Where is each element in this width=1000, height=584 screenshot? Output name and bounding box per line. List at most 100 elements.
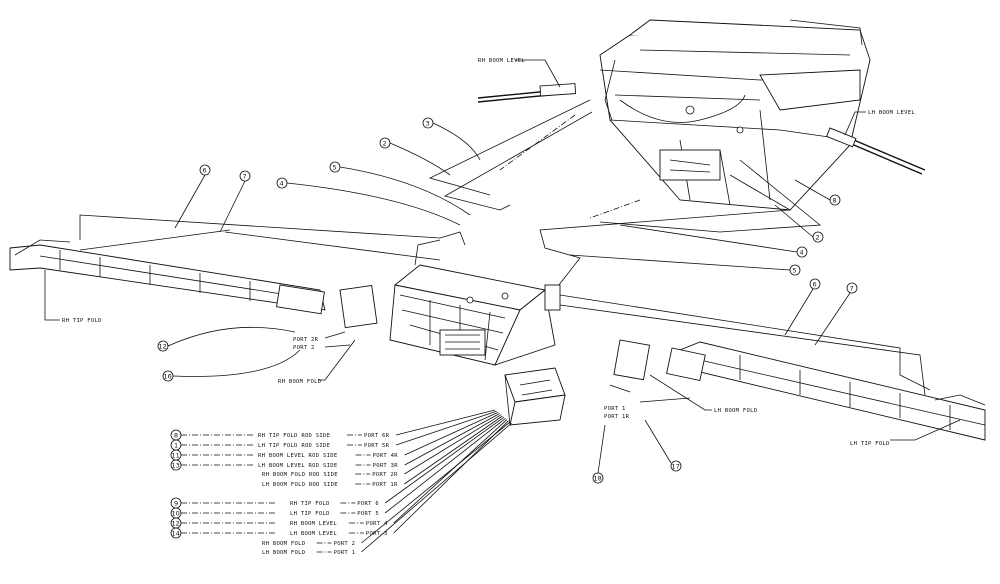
svg-text:12: 12 — [159, 343, 167, 351]
lh-port-1r-label: PORT 1R — [604, 414, 630, 420]
legend-hose-name: RH BOOM FOLD ROD SIDE — [262, 472, 338, 478]
svg-text:7: 7 — [243, 173, 247, 181]
hose-6-rh — [79, 214, 466, 246]
rh-boom-fold-label: RH BOOM FOLD — [278, 379, 321, 385]
legend-hose-name: LH TIP FOLD ROD SIDE — [258, 443, 330, 449]
lh-boom-fold-leader — [649, 374, 712, 411]
svg-text:2: 2 — [816, 234, 820, 242]
legend-hose-line — [361, 421, 511, 544]
legend-hose-name: LH BOOM FOLD ROD SIDE — [262, 482, 338, 488]
legend-hose-line — [384, 418, 506, 514]
legend-row: 13 LH BOOM LEVEL ROD SIDE PORT 3R — [170, 459, 399, 471]
legend-hose-line — [404, 415, 503, 485]
svg-text:18: 18 — [594, 475, 602, 483]
rh-port-2r-label: PORT 2R — [293, 337, 319, 343]
svg-text:3: 3 — [426, 120, 430, 128]
hose-manifold — [504, 367, 566, 426]
legend-port: PORT 3R — [373, 463, 399, 469]
legend-hose-line — [395, 410, 497, 446]
lh-boom-level-leader — [844, 111, 866, 136]
legend-hose-name: RH TIP FOLD ROD SIDE — [258, 433, 330, 439]
legend-row: 14 LH BOOM LEVEL PORT 3 — [170, 527, 388, 539]
legend-port: PORT 4R — [373, 453, 399, 459]
rh-tip-fold-leader — [44, 270, 60, 321]
svg-text:17: 17 — [672, 463, 680, 471]
legend-row: 12 RH BOOM LEVEL PORT 4 — [170, 517, 388, 529]
legend-row: 10 LH TIP FOLD PORT 5 — [170, 507, 379, 519]
rh-port-2-label: PORT 2 — [293, 345, 315, 351]
legend-hose-line — [393, 420, 509, 534]
svg-text:5: 5 — [333, 164, 337, 172]
legend-port: PORT 5R — [364, 443, 390, 449]
hose-lh-level — [539, 174, 792, 291]
legend-item-number: 12 — [172, 520, 180, 528]
sprayer-chassis — [599, 19, 871, 211]
lh-port-leaders — [609, 384, 691, 403]
legend-port: PORT 4 — [366, 521, 388, 527]
hose-3-rh-top — [443, 111, 593, 211]
legend-port: PORT 3 — [366, 531, 388, 537]
svg-text:5: 5 — [793, 267, 797, 275]
legend-hose-name: LH BOOM FOLD — [262, 550, 305, 556]
svg-text:7: 7 — [850, 285, 854, 293]
legend-hose-name: RH BOOM FOLD — [262, 541, 305, 547]
legend-row: 8 RH TIP FOLD ROD SIDE PORT 6R — [170, 429, 390, 441]
hose-7-rh — [79, 229, 441, 261]
hose-6-lh — [559, 294, 931, 391]
legend-hose-line — [404, 413, 500, 466]
center-valve-frame — [389, 239, 561, 366]
legend-port: PORT 6R — [364, 433, 390, 439]
lh-boom — [613, 339, 986, 441]
legend-row: RH BOOM FOLD PORT 2 — [262, 541, 355, 547]
legend-row: LH BOOM FOLD ROD SIDE PORT 1R — [262, 482, 398, 488]
hose-2-rh-top — [428, 99, 591, 196]
lh-port-1-label: PORT 1 — [604, 406, 626, 412]
rh-boom — [9, 239, 378, 329]
legend-hose-name: LH BOOM LEVEL ROD SIDE — [258, 463, 337, 469]
svg-text:6: 6 — [203, 167, 207, 175]
legend-hose-name: RH BOOM LEVEL — [290, 521, 337, 527]
svg-text:8: 8 — [833, 197, 837, 205]
legend-port: PORT 1R — [372, 482, 398, 488]
lh-boom-fold-label: LH BOOM FOLD — [714, 408, 757, 414]
hose-7-lh — [559, 304, 926, 396]
legend-hose-line — [404, 412, 499, 456]
legend-item-number: 13 — [172, 462, 180, 470]
legend-item-number: 9 — [174, 500, 178, 508]
rh-tip-fold-label: RH TIP FOLD — [62, 318, 102, 324]
item-balloons: 3 2 5 4 6 7 8 2 4 5 6 7 12 16 17 18 — [157, 117, 858, 484]
legend-hose-line — [384, 416, 505, 504]
legend-row: 11 RH BOOM LEVEL ROD SIDE PORT 4R — [170, 449, 399, 461]
legend-port: PORT 2 — [334, 541, 356, 547]
legend-port: PORT 2R — [372, 472, 398, 478]
legend-hose-name: LH TIP FOLD — [290, 511, 330, 517]
legend-hose-line — [396, 409, 496, 436]
svg-text:4: 4 — [280, 180, 284, 188]
svg-text:2: 2 — [383, 140, 387, 148]
legend-hose-name: RH BOOM LEVEL ROD SIDE — [258, 453, 337, 459]
rh-boom-fold-leader — [318, 339, 356, 381]
legend-row: RH BOOM FOLD ROD SIDE PORT 2R — [262, 472, 398, 478]
legend-row: 9 RH TIP FOLD PORT 6 — [170, 497, 379, 509]
legend-item-number: 8 — [174, 432, 178, 440]
legend-hose-line — [393, 419, 508, 524]
legend-item-number: 10 — [172, 510, 180, 518]
legend-hose-line — [404, 414, 502, 475]
legend-item-number: 14 — [172, 530, 180, 538]
svg-text:4: 4 — [800, 249, 804, 257]
legend-hose-name: LH BOOM LEVEL — [290, 531, 337, 537]
lh-boom-level-label: LH BOOM LEVEL — [868, 110, 915, 116]
legend-port: PORT 6 — [357, 501, 379, 507]
hose-lh-level-2 — [599, 159, 822, 233]
legend-hose-name: RH TIP FOLD — [290, 501, 330, 507]
hose-fan — [361, 409, 512, 553]
legend-port: PORT 5 — [357, 511, 379, 517]
lh-boom-level-cylinder — [826, 127, 926, 175]
svg-text:16: 16 — [164, 373, 172, 381]
legend-item-number: 11 — [172, 452, 180, 460]
